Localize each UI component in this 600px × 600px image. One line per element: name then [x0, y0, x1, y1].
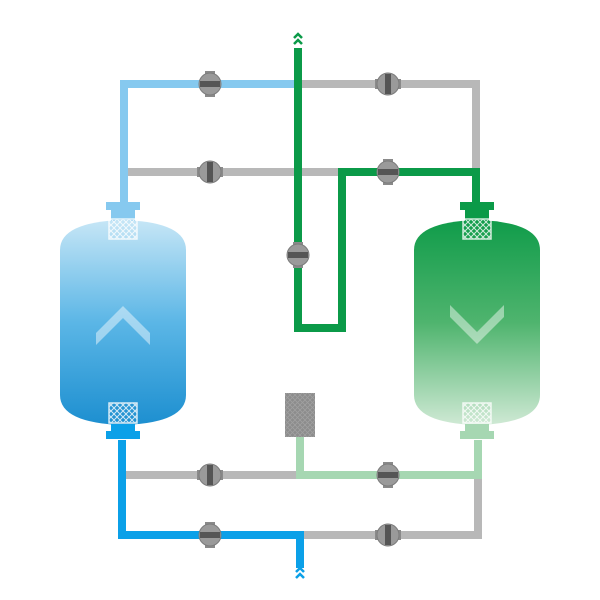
outlet-arrow-icon: [293, 32, 303, 45]
top-flange: [460, 202, 494, 210]
upper-right-valve-icon[interactable]: [376, 159, 400, 185]
chevron-down-icon: [450, 305, 504, 344]
valve-handle: [385, 74, 391, 94]
center-valve-icon[interactable]: [286, 242, 310, 268]
muffler-icon: [285, 393, 315, 437]
lower-right-valve-icon[interactable]: [376, 462, 400, 488]
valve-handle: [207, 465, 213, 485]
valve-handle: [288, 252, 308, 258]
chevron-up-icon: [295, 572, 305, 579]
bottom-filter-mesh: [462, 402, 492, 424]
pipe-bottom-right: [302, 475, 482, 539]
top-left-valve-icon[interactable]: [198, 71, 222, 97]
tank-body: [60, 220, 186, 425]
valves: [197, 71, 401, 548]
valve-handle: [200, 81, 220, 87]
valve-handle: [200, 532, 220, 538]
inlet-arrow-icon: [295, 566, 305, 579]
chevron-up-icon: [295, 566, 305, 573]
pipe-outlet: [294, 48, 480, 332]
top-right-valve-icon[interactable]: [375, 72, 401, 96]
tank-body: [414, 220, 540, 425]
valve-handle: [378, 169, 398, 175]
top-filter-mesh: [108, 218, 138, 240]
chevron-up-icon: [293, 32, 303, 39]
left-tower: [60, 202, 186, 439]
lower-left-valve-icon[interactable]: [197, 463, 223, 487]
chevron-up-icon: [96, 306, 150, 345]
top-filter-mesh: [462, 218, 492, 240]
valve-handle: [207, 162, 213, 182]
right-tower: [414, 202, 540, 439]
pipe-top-left: [120, 80, 298, 205]
bottom-flange: [106, 431, 140, 439]
upper-left-valve-icon[interactable]: [197, 160, 223, 184]
bottom-right-valve-icon[interactable]: [375, 523, 401, 547]
valve-handle: [385, 525, 391, 545]
top-flange: [106, 202, 140, 210]
pipe-inlet: [118, 440, 304, 568]
tanks: [60, 202, 540, 439]
valve-handle: [378, 472, 398, 478]
bottom-flange: [460, 431, 494, 439]
bottom-neck: [465, 424, 489, 432]
chevron-up-icon: [293, 38, 303, 45]
pipes: [118, 32, 482, 579]
bottom-filter-mesh: [108, 402, 138, 424]
bottom-left-valve-icon[interactable]: [198, 522, 222, 548]
pipe-top-right: [298, 80, 480, 172]
bottom-neck: [111, 424, 135, 432]
